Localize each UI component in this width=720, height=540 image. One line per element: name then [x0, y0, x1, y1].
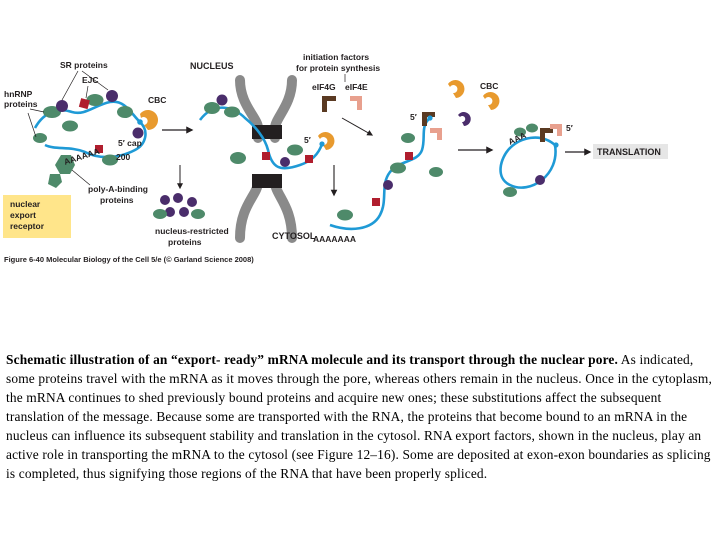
- sr-protein: [383, 180, 393, 190]
- label-ner-1: nuclear: [10, 199, 41, 209]
- label-aaa: AAA: [507, 130, 528, 147]
- cbc-protein: [458, 112, 471, 126]
- label-5prime-2: 5′: [410, 112, 417, 122]
- pab-protein: [514, 127, 526, 137]
- hnrnp-protein: [33, 133, 47, 143]
- label-200: 200: [116, 152, 130, 162]
- cbc-protein: [140, 110, 159, 130]
- label-ner-3: receptor: [10, 221, 45, 231]
- hnrnp-protein: [43, 106, 61, 118]
- sr-protein: [216, 94, 228, 106]
- export-receptor-shape: [55, 155, 75, 174]
- hnrnp-protein: [86, 94, 104, 106]
- label-nr-1: nucleus-restricted: [155, 226, 229, 236]
- pab-protein: [526, 123, 538, 133]
- label-eif4e: eIF4E: [345, 82, 368, 92]
- label-5prime-3: 5′: [566, 123, 573, 133]
- ejc-protein: [305, 155, 313, 163]
- eif4g-shape: [540, 128, 553, 142]
- label-nucleus: NUCLEUS: [190, 61, 234, 71]
- hnrnp-protein: [337, 209, 353, 221]
- caption-title: Schematic illustration of an “export- re…: [6, 352, 619, 367]
- hnrnp-protein: [117, 106, 133, 118]
- nuclear-mrnp: [33, 90, 159, 188]
- released-protein: [401, 133, 415, 143]
- label-translation: TRANSLATION: [597, 147, 661, 157]
- hnrnp-protein: [230, 152, 246, 164]
- label-eif4g: eIF4G: [312, 82, 336, 92]
- label-cbc-left: CBC: [148, 95, 166, 105]
- translation-box: [593, 144, 668, 159]
- hnrnp-protein: [204, 102, 220, 114]
- label-pab-2: proteins: [100, 195, 134, 205]
- cytosolic-mrnp: [329, 80, 471, 231]
- sr-protein: [106, 90, 118, 102]
- eif4e-shape: [550, 124, 562, 136]
- hnrnp-protein: [503, 187, 517, 197]
- sr-protein: [280, 157, 290, 167]
- label-ejc: EJC: [82, 75, 99, 85]
- hnrnp-protein: [287, 144, 303, 156]
- eif4g-shape: [422, 112, 435, 126]
- label-hnrnp-1: hnRNP: [4, 89, 33, 99]
- export-receptor-shape: [48, 174, 62, 188]
- figure-caption: Schematic illustration of an “export- re…: [6, 350, 714, 483]
- eif4e-shape: [430, 128, 442, 140]
- label-polya-cyto: AAAAAAA: [313, 234, 356, 244]
- label-5prime-1: 5′: [304, 135, 311, 145]
- ejc-protein: [78, 98, 90, 110]
- mrna-strand-3: [329, 116, 431, 231]
- label-init-2: for protein synthesis: [296, 63, 380, 73]
- released-protein: [429, 167, 443, 177]
- export-receptor-box: nuclear export receptor: [3, 195, 71, 238]
- hnrnp-protein: [102, 154, 118, 166]
- ejc-protein: [372, 198, 380, 206]
- cbc-protein: [448, 80, 465, 98]
- cbc-protein: [318, 132, 335, 150]
- label-cbc-right: CBC: [480, 81, 498, 91]
- nuclear-pore: [235, 75, 297, 243]
- ejc-protein: [405, 152, 413, 160]
- label-init-1: initiation factors: [303, 52, 369, 62]
- figure-credit: Figure 6-40 Molecular Biology of the Cel…: [4, 255, 254, 264]
- label-sr-proteins: SR proteins: [60, 60, 108, 70]
- sr-protein: [535, 175, 545, 185]
- hnrnp-protein: [224, 106, 240, 118]
- sr-protein: [56, 100, 68, 112]
- label-nr-2: proteins: [168, 237, 202, 247]
- ejc-protein: [95, 145, 103, 153]
- eif4e-shape: [350, 96, 362, 110]
- caption-body: As indicated, some proteins travel with …: [6, 352, 712, 481]
- label-5-cap: 5′ cap: [118, 138, 142, 148]
- nucleus-restricted-proteins: [153, 193, 205, 219]
- label-ner-2: export: [10, 210, 36, 220]
- translocating-mrnp: [198, 94, 335, 170]
- arrow-init-factors: [341, 117, 374, 136]
- cap-5-prime: [137, 119, 143, 125]
- label-hnrnp-2: proteins: [4, 99, 38, 109]
- mrna-strand-4: [499, 136, 557, 189]
- label-cytosol: CYTOSOL: [272, 231, 316, 241]
- ejc-protein: [262, 152, 270, 160]
- circular-mrna: [499, 123, 562, 197]
- hnrnp-protein: [62, 120, 78, 132]
- mrna-export-diagram: SR proteins EJC hnRNP proteins CBC 5′ ca…: [3, 52, 668, 264]
- label-pab-1: poly-A-binding: [88, 184, 148, 194]
- eif4g-shape: [322, 96, 336, 112]
- hnrnp-protein: [390, 162, 406, 174]
- cbc-protein-released: [483, 92, 500, 110]
- sr-protein: [132, 127, 144, 139]
